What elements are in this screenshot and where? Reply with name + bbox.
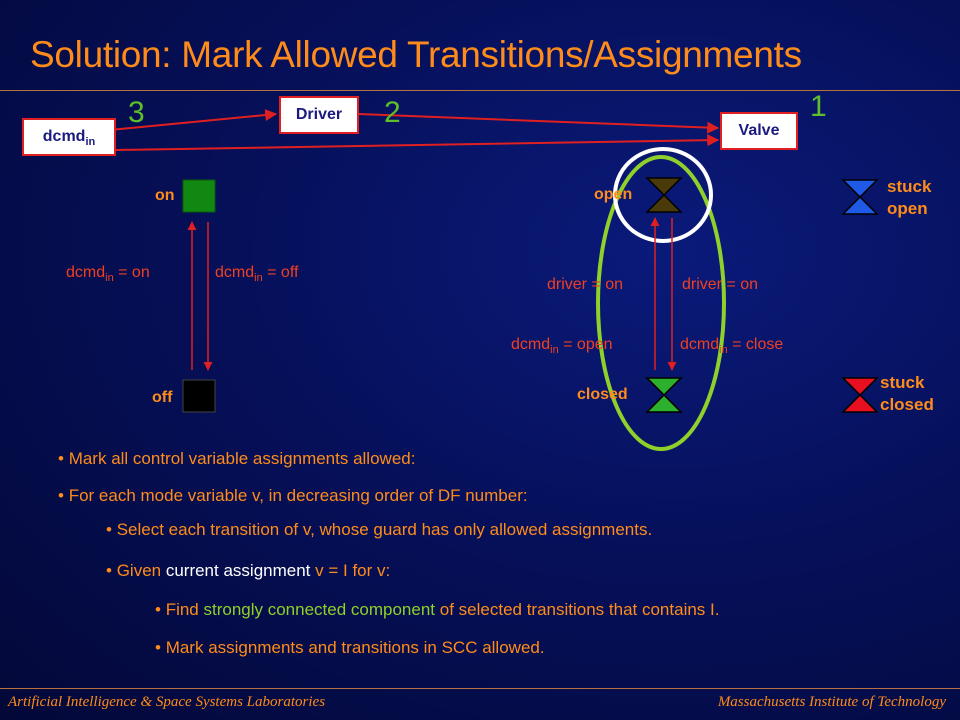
stuck-open-line2: open: [887, 199, 928, 218]
dcmd-label: dcmd: [42, 128, 86, 145]
bullet-1: • Mark all control variable assignments …: [58, 449, 416, 468]
stuck-closed-state: [841, 377, 879, 413]
dcmd-box: dcmdin: [22, 118, 116, 156]
bullet-1-text: Mark all control variable assignments al…: [68, 449, 416, 468]
stuck-closed-line2: closed: [880, 395, 934, 414]
guard-dcmd-close-value: = close: [727, 336, 784, 353]
guard-dcmd-off: dcmdin = off: [215, 264, 298, 284]
driver-label: Driver: [295, 106, 343, 123]
stuck-open-label: stuck open: [887, 176, 931, 220]
df-number-3: 3: [128, 96, 145, 129]
valve-closed-label: closed: [577, 386, 628, 403]
current-state-white-circle: [613, 147, 713, 243]
title-divider: [0, 90, 960, 91]
dcmd-subscript: in: [85, 136, 96, 149]
guard-dcmd-off-value: = off: [262, 264, 299, 281]
driver-off-label: off: [152, 389, 173, 406]
guard-dcmd-open-sub: in: [550, 344, 559, 357]
bullet-6-text: Mark assignments and transitions in SCC …: [165, 638, 545, 657]
bullet-3-text: Select each transition of v, whose guard…: [116, 520, 653, 539]
arrow-driver-to-valve: [357, 113, 720, 134]
guard-dcmd-close-var: dcmd: [680, 336, 720, 353]
df-number-2: 2: [384, 96, 401, 129]
guard-dcmd-close: dcmdin = close: [680, 336, 783, 356]
bullet-5-post: of selected transitions that contains I.: [435, 600, 720, 619]
bullet-6: • Mark assignments and transitions in SC…: [155, 638, 545, 657]
valve-label: Valve: [738, 122, 780, 139]
valve-box: Valve: [720, 112, 798, 150]
guard-driver-on-left: driver = on: [547, 276, 624, 293]
footer-right: Massachusetts Institute of Technology: [717, 694, 946, 710]
bullet-4: • Given current assignment v = I for v:: [106, 561, 391, 580]
scc-green-ellipse: [596, 155, 726, 451]
guard-dcmd-on: dcmdin = on: [66, 264, 150, 284]
bullet-5-highlight: strongly connected component: [203, 600, 436, 619]
footer-divider: [0, 688, 960, 689]
valve-closed-state: [645, 377, 683, 413]
guard-dcmd-off-sub: in: [254, 272, 263, 285]
bullet-5: • Find strongly connected component of s…: [155, 600, 720, 619]
guard-dcmd-on-value: = on: [113, 264, 150, 281]
stuck-open-state: [841, 179, 879, 215]
valve-open-label: open: [594, 186, 633, 203]
guard-dcmd-open: dcmdin = open: [511, 336, 613, 356]
bullet-5-pre: Find: [165, 600, 204, 619]
bullet-4-highlight: current assignment: [165, 561, 311, 580]
slide-title: Solution: Mark Allowed Transitions/Assig…: [30, 34, 802, 75]
stuck-closed-line1: stuck: [880, 373, 925, 392]
guard-dcmd-open-var: dcmd: [511, 336, 551, 353]
driver-box: Driver: [279, 96, 359, 134]
bullet-4-post: v = I for v:: [310, 561, 391, 580]
driver-off-state: [182, 379, 216, 413]
guard-dcmd-close-sub: in: [719, 344, 728, 357]
driver-on-label: on: [155, 187, 175, 204]
bullet-2-text: For each mode variable v, in decreasing …: [68, 486, 528, 505]
guard-driver-on-right: driver = on: [682, 276, 759, 293]
footer-left: Artificial Intelligence & Space Systems …: [8, 694, 326, 710]
bullet-2: • For each mode variable v, in decreasin…: [58, 486, 528, 505]
guard-dcmd-on-sub: in: [105, 272, 114, 285]
driver-on-state: [182, 179, 216, 213]
arrow-dcmd-to-driver: [109, 109, 278, 131]
stuck-closed-label: stuck closed: [880, 372, 934, 416]
bullet-4-pre: Given: [116, 561, 166, 580]
guard-dcmd-on-var: dcmd: [66, 264, 106, 281]
bullet-3: • Select each transition of v, whose gua…: [106, 520, 653, 539]
stuck-open-line1: stuck: [887, 177, 932, 196]
df-number-1: 1: [810, 90, 827, 123]
arrow-dcmd-to-valve: [115, 134, 720, 151]
valve-open-state: [645, 177, 683, 213]
guard-dcmd-open-value: = open: [558, 336, 613, 353]
guard-dcmd-off-var: dcmd: [215, 264, 255, 281]
